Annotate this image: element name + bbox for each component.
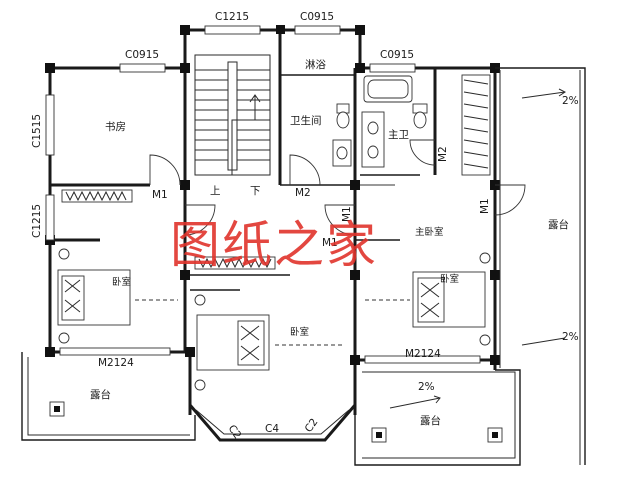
right-terrace: [495, 67, 586, 465]
room-label-terrace-right: 露台: [548, 218, 569, 231]
window-label-top-study: C0915: [125, 49, 159, 61]
door-balcony-right: [364, 355, 481, 364]
column: [180, 25, 190, 35]
column: [490, 355, 500, 365]
nightstand-lamp-icon: [194, 379, 206, 391]
furniture-beds: [57, 248, 491, 391]
door-label-master-bedroom: M1: [341, 206, 353, 222]
nightstand-lamp-icon: [58, 248, 70, 260]
interior-walls: [50, 30, 437, 360]
watermark-text: 图纸之家: [170, 216, 378, 274]
door-balcony-left: [59, 347, 171, 356]
stair-treads: [195, 69, 270, 161]
room-label-study: 书房: [105, 120, 126, 133]
door-label-bath: M2: [295, 187, 311, 199]
stair-down-label: 下: [250, 185, 261, 197]
room-label-terrace-left: 露台: [90, 388, 111, 401]
column: [45, 63, 55, 73]
room-label-bedroom-middle: 卧室: [290, 326, 309, 338]
wardrobe-master: [461, 74, 491, 176]
master-toilet-icon: [413, 111, 427, 129]
window-label-bay-right: C2: [303, 416, 321, 434]
window-labels: C1215 C0915 C0915 C0915 C1515 C1215 C2 C…: [31, 11, 414, 441]
door-label-bedroom-middle: M1: [322, 237, 338, 249]
column: [350, 270, 360, 280]
room-label-master-bedroom: 主卧室: [415, 226, 444, 238]
room-labels: 书房 淋浴 卫生间 主卫 主卧室 卧室 卧室 卧室 露台 露台 露台: [90, 58, 569, 427]
left-terrace: [21, 352, 196, 441]
room-label-bathroom: 卫生间: [290, 114, 322, 127]
slope-label: 2%: [562, 331, 579, 343]
wardrobes: [61, 74, 491, 270]
column: [180, 63, 190, 73]
window-openings: [45, 25, 481, 364]
slope-label: 2%: [562, 95, 579, 107]
column: [355, 25, 365, 35]
door-label-balcony-right: M2124: [405, 348, 441, 360]
slope-labels: 2% 2% 2%: [418, 95, 579, 393]
column: [355, 63, 365, 73]
column: [45, 347, 55, 357]
column: [350, 180, 360, 190]
door-swings: [149, 139, 526, 236]
stairwell: 上 下: [194, 54, 271, 197]
window-label-bay-center: C4: [265, 423, 279, 435]
window-label-side-bedroom: C1215: [31, 204, 43, 238]
door-labels: M1 M2 M1 M1 M1 M2 M2124 M2124: [98, 146, 491, 369]
window-label-top-bath: C0915: [300, 11, 334, 23]
column: [490, 270, 500, 280]
window-label-top-master-bath: C0915: [380, 49, 414, 61]
toilet-bowl-icon: [336, 111, 350, 129]
window-top-master-bath: [369, 63, 416, 73]
dashed-guides: [135, 299, 410, 346]
column: [180, 180, 190, 190]
window-side-bedroom: [45, 194, 55, 241]
room-label-master-bath: 主卫: [388, 129, 409, 141]
window-label-side-study: C1515: [31, 114, 43, 148]
room-label-shower: 淋浴: [305, 58, 326, 71]
column: [276, 25, 285, 34]
room-label-bedroom-right: 卧室: [440, 273, 459, 285]
room-label-terrace-bottom: 露台: [420, 414, 441, 427]
window-top-stair: [204, 25, 261, 35]
stair-up-label: 上: [210, 185, 221, 197]
column: [185, 347, 195, 357]
window-top-bath: [294, 25, 341, 35]
column: [350, 355, 360, 365]
slope-label: 2%: [418, 381, 435, 393]
window-side-study: [45, 94, 55, 156]
nightstand-lamp-icon: [479, 252, 491, 264]
door-label-terrace: M1: [479, 198, 491, 214]
nightstand-lamp-icon: [58, 332, 70, 344]
window-label-top-stair: C1215: [215, 11, 249, 23]
bay-window: [188, 404, 357, 442]
column: [180, 270, 190, 280]
door-label-study: M1: [152, 189, 168, 201]
room-label-bedroom-left: 卧室: [112, 276, 131, 288]
nightstand-lamp-icon: [194, 294, 206, 306]
bath-fixtures: [332, 75, 428, 168]
double-sink-icon: [361, 111, 385, 168]
door-label-balcony-left: M2124: [98, 357, 134, 369]
nightstand-lamp-icon: [479, 334, 491, 346]
window-label-bay-left: C2: [226, 423, 244, 441]
window-top-study: [119, 63, 166, 73]
door-label-master-bath: M2: [437, 146, 449, 162]
bottom-terrace: [354, 369, 521, 466]
